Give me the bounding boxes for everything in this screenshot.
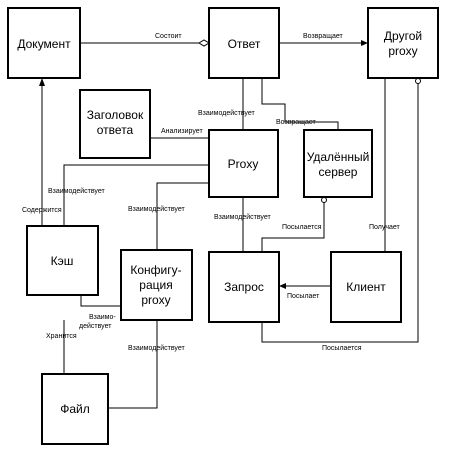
node-label: Файл (60, 402, 90, 416)
endpoint-circle-marker (321, 197, 327, 203)
connectors (39, 39, 421, 409)
label-cache-config-1: Взаимо- (89, 314, 116, 321)
edge-file-config (108, 320, 158, 409)
label-cache-proxy: Взаимодействует (48, 187, 105, 195)
node-document: Документ (7, 7, 81, 79)
node-cache: Кэш (26, 225, 99, 296)
node-label: сервер (319, 165, 358, 179)
node-response: Ответ (208, 7, 280, 79)
node-file: Файл (41, 373, 109, 445)
edge-cache-config (80, 295, 121, 307)
label-request-other: Посылается (322, 345, 362, 352)
connector-labels: Состоит Возвращает Взаимодействует Возвр… (22, 33, 401, 352)
aggregation-diamond-marker (198, 39, 210, 47)
node-label: Документ (17, 37, 71, 51)
node-response-header: Заголовок ответа (79, 89, 151, 159)
label-client-other: Получает (369, 224, 401, 231)
label-proxy-response: Взаимодействует (198, 109, 255, 117)
node-label: proxy (141, 293, 170, 307)
label-remote-response: Возвращает (276, 119, 317, 126)
node-label: Клиент (346, 280, 386, 294)
label-doc-response: Состоит (155, 33, 182, 40)
node-request: Запрос (208, 251, 280, 323)
node-label: proxy (388, 44, 417, 58)
label-proxy-request: Взаимодействует (214, 213, 271, 221)
node-label: Proxy (228, 157, 259, 171)
endpoint-circle-marker (415, 78, 421, 84)
node-other-proxy: Другой proxy (367, 7, 439, 79)
label-request-remote: Посылается (282, 224, 322, 231)
edge-config-proxy (156, 182, 209, 250)
arrow-marker (279, 283, 286, 289)
edge-remote-response (261, 78, 339, 130)
label-config-proxy: Взаимодействует (128, 205, 185, 213)
label-cache-config-2: действует (79, 322, 112, 330)
node-label: Кэш (51, 254, 74, 268)
node-proxy-config: Конфигу- рация proxy (120, 249, 193, 321)
arrow-marker (39, 78, 45, 86)
node-label: Заголовок (87, 108, 144, 122)
node-label: Ответ (228, 37, 261, 51)
label-client-request: Посылает (287, 293, 320, 300)
arrow-marker (361, 40, 368, 46)
label-cache-document: Содержится (22, 207, 62, 214)
node-label: рация (139, 278, 172, 292)
nodes: Документ Ответ Другой proxy Заголовок от… (7, 7, 439, 445)
edge-request-other-proxy (261, 78, 419, 343)
node-label: ответа (97, 123, 134, 137)
label-header-proxy: Анализирует (161, 128, 203, 135)
node-client: Клиент (330, 251, 402, 323)
label-file-config: Взаимодействует (128, 344, 185, 352)
node-label: Удалённый (307, 150, 370, 164)
node-remote-server: Удалённый сервер (303, 129, 373, 198)
label-cache-file: Хранится (46, 333, 77, 340)
label-response-other: Возвращает (303, 33, 344, 40)
node-label: Запрос (224, 280, 264, 294)
edge-cache-proxy (63, 164, 209, 226)
node-label: Конфигу- (130, 263, 181, 277)
edge-request-remote (261, 197, 325, 252)
node-proxy: Proxy (208, 129, 279, 198)
node-label: Другой (384, 29, 422, 43)
